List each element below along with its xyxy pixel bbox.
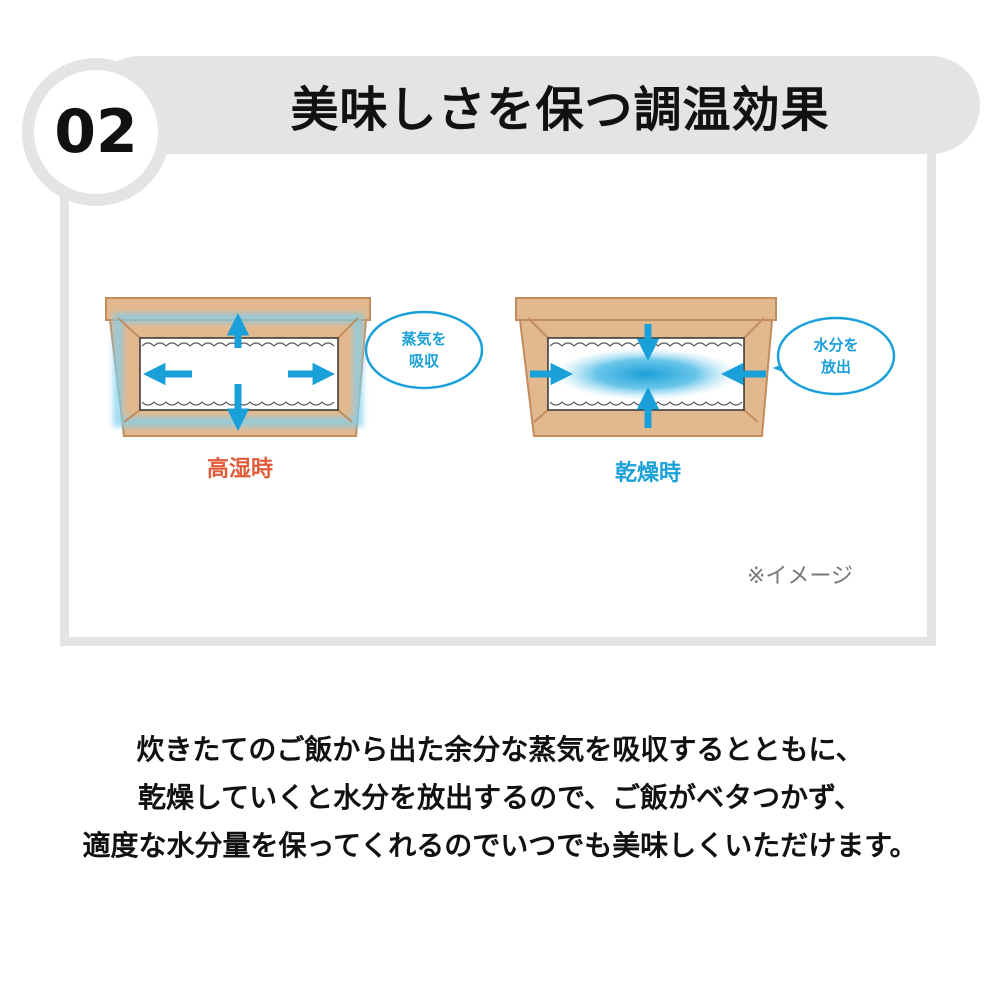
image-note: ※イメージ — [747, 564, 853, 589]
humidity-diagram: 蒸気を 吸収 高湿時 水分を 放出 乾燥時 — [105, 297, 896, 486]
right-box — [515, 297, 777, 437]
right-bubble-line1: 水分を — [813, 336, 858, 354]
right-bubble: 水分を 放出 — [772, 316, 896, 396]
title-bar — [90, 56, 980, 154]
left-box — [105, 297, 371, 437]
right-caption: 乾燥時 — [615, 460, 681, 486]
description-line-1: 炊きたてのご飯から出た余分な蒸気を吸収するとともに、 — [136, 733, 864, 766]
left-bubble-line1: 蒸気を — [401, 330, 446, 348]
description-line-3: 適度な水分量を保ってくれるのでいつでも美味しくいただけます。 — [82, 829, 918, 862]
description-line-2: 乾燥していくと水分を放出するので、ご飯がベタつかず、 — [137, 781, 863, 814]
steam-cloud — [554, 348, 738, 400]
description: 炊きたてのご飯から出た余分な蒸気を吸収するとともに、 乾燥していくと水分を放出す… — [20, 726, 980, 870]
left-bubble-line2: 吸収 — [409, 352, 440, 370]
number-badge: 02 — [34, 70, 158, 194]
right-bubble-line2: 放出 — [820, 358, 851, 376]
left-caption: 高湿時 — [207, 456, 273, 482]
left-bubble: 蒸気を 吸収 — [364, 310, 484, 390]
section-title: 美味しさを保つ調温効果 — [290, 82, 830, 138]
